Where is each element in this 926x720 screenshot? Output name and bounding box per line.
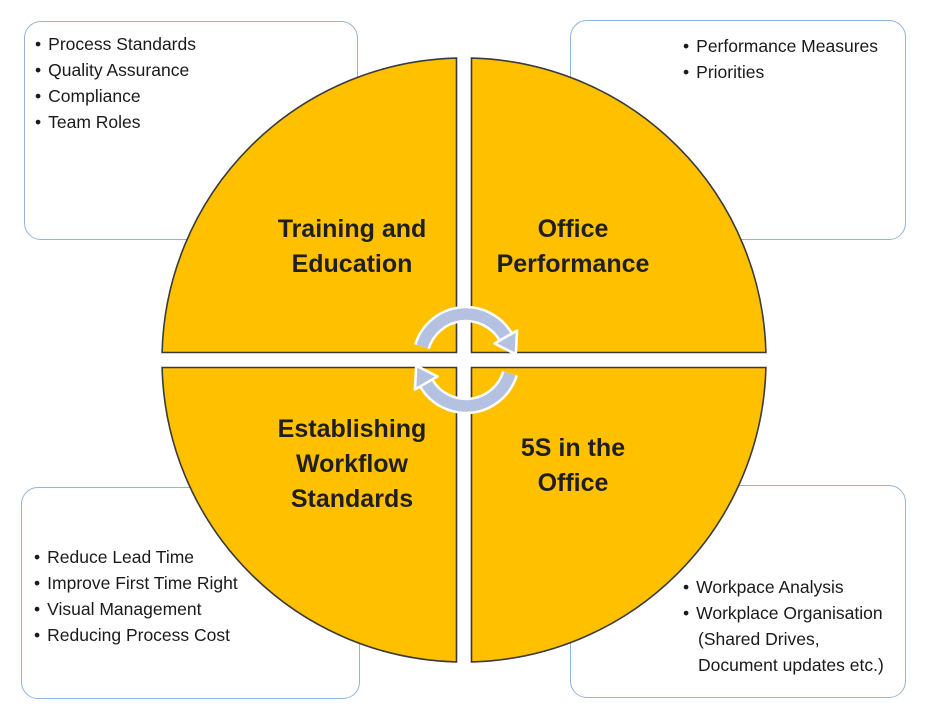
bullet-item: Quality Assurance bbox=[35, 57, 335, 83]
bullet-item: Performance Measures bbox=[683, 33, 898, 59]
bullet-list: Performance Measures Priorities bbox=[683, 33, 898, 85]
bullet-item: Improve First Time Right bbox=[34, 570, 344, 596]
bullet-item: Team Roles bbox=[35, 109, 335, 135]
bullet-item: Workplace Organisation (Shared Drives, D… bbox=[683, 600, 888, 678]
bullet-item: Reduce Lead Time bbox=[34, 544, 344, 570]
quadrant-training-education-shape bbox=[161, 57, 458, 354]
bullet-list: Process Standards Quality Assurance Comp… bbox=[35, 31, 335, 135]
bullet-item: Reducing Process Cost bbox=[34, 622, 344, 648]
bullet-item: Compliance bbox=[35, 83, 335, 109]
cycle-arrows-icon bbox=[413, 305, 519, 415]
quadrant-workflow-standards-shape bbox=[161, 366, 458, 663]
quadrant-office-performance-shape bbox=[470, 57, 767, 354]
bullet-list: Reduce Lead Time Improve First Time Righ… bbox=[34, 544, 344, 648]
quadrant-5s-office-shape bbox=[470, 366, 767, 663]
bullet-list: Workpace Analysis Workplace Organisation… bbox=[683, 574, 888, 678]
bullet-item: Process Standards bbox=[35, 31, 335, 57]
bullet-item: Priorities bbox=[683, 59, 898, 85]
bullet-item: Workpace Analysis bbox=[683, 574, 888, 600]
bullet-item: Visual Management bbox=[34, 596, 344, 622]
